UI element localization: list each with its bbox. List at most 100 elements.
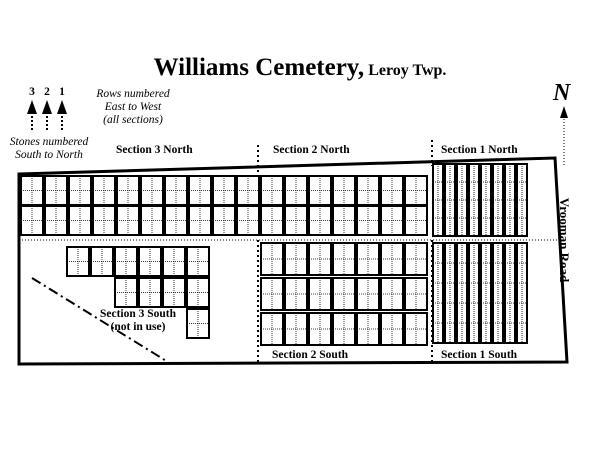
section-3-north-label: Section 3 North	[116, 144, 193, 156]
burial-plot	[380, 175, 404, 206]
burial-plot	[332, 175, 356, 206]
unused-area-boundary	[31, 277, 169, 363]
rows-note-line: Rows numbered	[96, 88, 170, 100]
burial-plot	[356, 312, 380, 346]
burial-plot	[504, 242, 516, 344]
burial-plot	[404, 205, 428, 236]
section-3-south-name: Section 3 South	[99, 308, 177, 320]
north-arrow-icon	[560, 106, 568, 166]
title-township: Leroy Twp.	[364, 62, 447, 79]
burial-plot	[260, 175, 284, 206]
burial-plot	[20, 205, 44, 236]
burial-plot	[212, 175, 236, 206]
burial-plot	[236, 175, 260, 206]
burial-plot	[380, 277, 404, 311]
burial-plot	[432, 163, 444, 237]
section-1-north-label: Section 1 North	[441, 144, 518, 156]
burial-plot	[162, 246, 186, 277]
burial-plot	[68, 175, 92, 206]
burial-plot	[114, 246, 138, 277]
burial-plot	[332, 205, 356, 236]
cemetery-boundary	[17, 156, 569, 366]
section-3-south-status: (not in use)	[110, 321, 166, 333]
burial-plot	[468, 163, 480, 237]
burial-plot	[284, 277, 308, 311]
burial-plot	[162, 277, 186, 308]
row-number-1: 1	[59, 86, 65, 98]
burial-plot	[188, 205, 212, 236]
burial-plot	[44, 205, 68, 236]
burial-plot	[444, 242, 456, 344]
burial-plot	[284, 175, 308, 206]
burial-plot	[66, 246, 90, 277]
map-title: Williams Cemetery, Leroy Twp.	[0, 54, 600, 82]
burial-plot	[456, 242, 468, 344]
burial-plot	[444, 163, 456, 237]
burial-plot	[92, 175, 116, 206]
road-label: Vrooman Road	[557, 197, 572, 283]
burial-plot	[186, 246, 210, 277]
burial-plot	[116, 175, 140, 206]
burial-plot	[284, 242, 308, 276]
burial-plot	[516, 163, 528, 237]
stones-note: Stones numbered South to North	[0, 136, 98, 162]
grave-grid	[20, 163, 528, 346]
burial-plot	[404, 175, 428, 206]
section-3-south-label: Section 3 South (not in use)	[90, 308, 186, 334]
burial-plot	[356, 205, 380, 236]
burial-plot	[140, 175, 164, 206]
burial-plot	[380, 312, 404, 346]
burial-plot	[92, 205, 116, 236]
burial-plot	[260, 277, 284, 311]
burial-plot	[492, 163, 504, 237]
section-2-north-label: Section 2 North	[273, 144, 350, 156]
burial-plot	[308, 175, 332, 206]
burial-plot	[404, 277, 428, 311]
burial-plot	[516, 242, 528, 344]
burial-plot	[404, 242, 428, 276]
burial-plot	[480, 163, 492, 237]
burial-plot	[332, 277, 356, 311]
burial-plot	[236, 205, 260, 236]
row-number-2: 2	[44, 86, 50, 98]
burial-plot	[284, 312, 308, 346]
burial-plot	[164, 175, 188, 206]
burial-plot	[260, 205, 284, 236]
burial-plot	[380, 205, 404, 236]
burial-plot	[504, 163, 516, 237]
burial-plot	[20, 175, 44, 206]
burial-plot	[186, 277, 210, 308]
burial-plot	[308, 242, 332, 276]
burial-plot	[138, 246, 162, 277]
burial-plot	[332, 242, 356, 276]
burial-plot	[212, 205, 236, 236]
burial-plot	[432, 242, 444, 344]
burial-plot	[116, 205, 140, 236]
burial-plot	[380, 242, 404, 276]
burial-plot	[284, 205, 308, 236]
burial-plot	[356, 277, 380, 311]
burial-plot	[356, 175, 380, 206]
title-main: Williams Cemetery,	[153, 54, 365, 81]
section-1-south-label: Section 1 South	[441, 349, 518, 361]
burial-plot	[456, 163, 468, 237]
burial-plot	[90, 246, 114, 277]
burial-plot	[186, 308, 210, 339]
burial-plot	[404, 312, 428, 346]
rows-note: Rows numbered East to West (all sections…	[78, 88, 188, 127]
burial-plot	[308, 205, 332, 236]
burial-plot	[468, 242, 480, 344]
burial-plot	[44, 175, 68, 206]
row-number-3: 3	[29, 86, 35, 98]
rows-note-line: East to West	[104, 101, 162, 113]
burial-plot	[188, 175, 212, 206]
burial-plot	[140, 205, 164, 236]
section-2-south-label: Section 2 South	[272, 349, 349, 361]
row-direction-arrows	[27, 100, 67, 132]
burial-plot	[68, 205, 92, 236]
burial-plot	[332, 312, 356, 346]
burial-plot	[138, 277, 162, 308]
burial-plot	[492, 242, 504, 344]
burial-plot	[164, 205, 188, 236]
